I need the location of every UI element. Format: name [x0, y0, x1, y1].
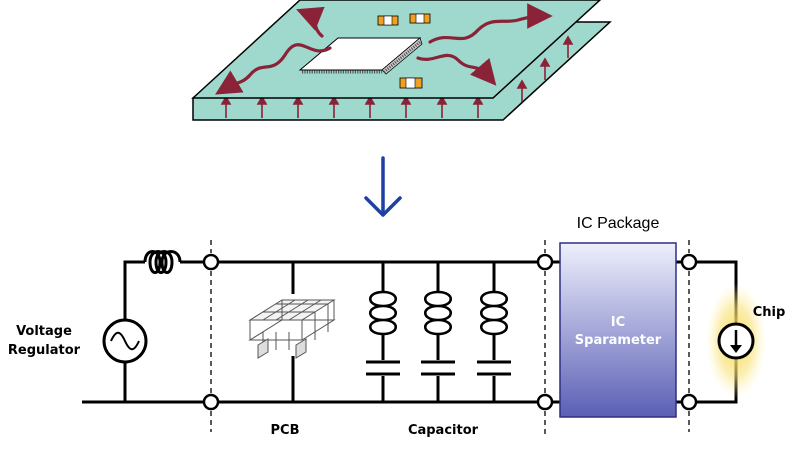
ic-block-label-line1: IC — [611, 315, 625, 330]
terminal-node — [680, 393, 698, 411]
source-top-wire — [123, 260, 145, 340]
noise-waves — [215, 3, 553, 95]
terminal-node — [202, 393, 220, 411]
voltage-regulator-label-line2: Regulator — [8, 343, 81, 358]
decap-branches — [366, 262, 511, 402]
pcb-label: PCB — [271, 423, 300, 438]
decap-branch-2 — [421, 262, 455, 402]
field-arrows — [220, 35, 574, 118]
terminal-node — [536, 393, 554, 411]
terminal-node — [680, 253, 698, 271]
series-inductor — [143, 250, 182, 274]
terminal-node — [536, 253, 554, 271]
capacitor-label: Capacitor — [408, 423, 479, 438]
chip-current-source — [706, 283, 766, 399]
down-arrow-icon — [364, 156, 402, 217]
ac-source-icon — [102, 318, 148, 364]
smd-components — [377, 13, 431, 89]
pcb-mesh-icon — [248, 299, 336, 359]
current-source-icon — [717, 322, 755, 360]
decap-branch-3 — [477, 262, 511, 402]
chip-label: Chip — [753, 305, 786, 320]
ic-block-label-line2: Sparameter — [575, 333, 662, 348]
ic-package-title: IC Package — [577, 215, 660, 232]
terminal-node — [202, 253, 220, 271]
voltage-regulator-label-line1: Voltage — [16, 324, 72, 339]
ic-package-block — [559, 242, 677, 418]
board-chip — [298, 37, 423, 75]
decap-branch-1 — [366, 262, 400, 402]
terminals — [202, 253, 698, 411]
boundary-lines — [210, 240, 690, 438]
pcb-planes-illustration — [191, 0, 612, 121]
